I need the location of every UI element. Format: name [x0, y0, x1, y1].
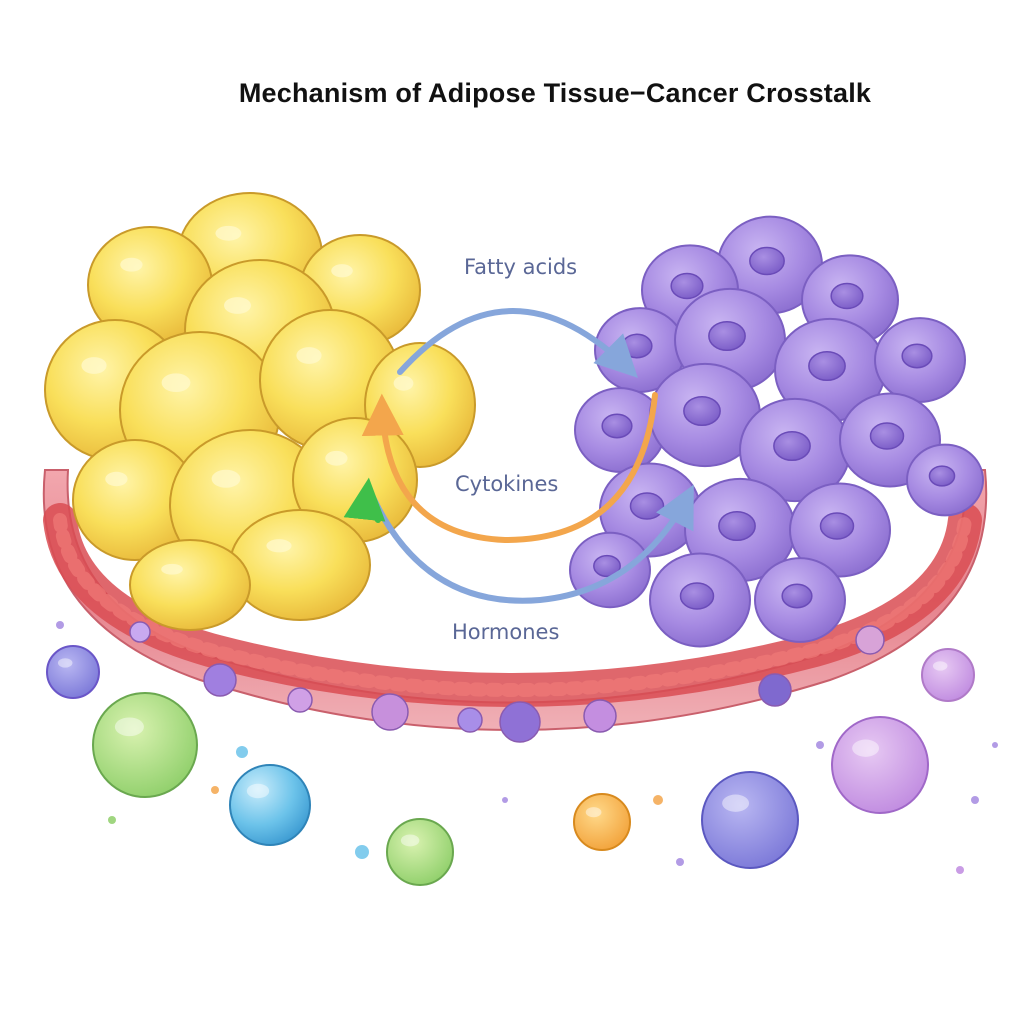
vessel-blood-cells [129, 621, 885, 743]
tumor-cell-cluster-icon [569, 215, 984, 648]
vessel-blood-cell [855, 625, 885, 655]
floating-cell-highlight [114, 717, 144, 737]
arrow-fatty-acids-to-tumor [397, 308, 638, 378]
blood-vessel [42, 469, 988, 743]
vessel-blood-cell [203, 663, 237, 697]
particle-dot [211, 786, 219, 794]
tumor-cell-nucleus [749, 246, 785, 276]
adipocyte-highlight [224, 297, 251, 314]
adipocyte [129, 539, 251, 631]
tumor-cell-nucleus [683, 395, 721, 427]
tumor-cell-nucleus [629, 492, 665, 520]
vessel-blood-cell [499, 701, 541, 743]
floating-cell-icon [831, 716, 929, 814]
tumor-cell-nucleus [773, 430, 811, 462]
floating-cell-icon [386, 818, 454, 886]
adipocyte-highlight [161, 373, 191, 393]
tumor-cell-nucleus [601, 413, 633, 439]
label-fatty-acids: Fatty acids [464, 255, 578, 279]
vessel-blood-cell [287, 687, 313, 713]
vessel-blood-cell [583, 699, 617, 733]
adipocyte-highlight [296, 347, 322, 364]
label-hormones: Hormones [452, 620, 560, 644]
adipocyte-highlight [161, 563, 183, 575]
tumor-cell-nucleus [718, 510, 756, 542]
floating-cell-icon [229, 764, 311, 846]
adipocyte-highlight [215, 225, 242, 241]
particle-dot [676, 858, 684, 866]
adipocyte-highlight [266, 539, 292, 553]
vessel-blood-cell [129, 621, 151, 643]
floating-cell-highlight [585, 807, 602, 818]
particle-dot [56, 621, 64, 629]
particle-dot [355, 845, 369, 859]
vessel-blood-cell [371, 693, 409, 731]
particle-dot [816, 741, 824, 749]
particle-dot [502, 797, 508, 803]
vessel-blood-cell [457, 707, 483, 733]
particle-dot [992, 742, 998, 748]
floating-cell-icon [573, 793, 631, 851]
page-title: Mechanism of Adipose Tissue−Cancer Cross… [238, 78, 872, 108]
tumor-cell-nucleus [679, 582, 715, 610]
tumor-cell-nucleus [928, 465, 956, 487]
particle-dot [956, 866, 964, 874]
floating-cell-highlight [722, 794, 750, 812]
floating-cell-icon [92, 692, 198, 798]
tumor-cell-nucleus [808, 350, 846, 382]
adipocyte-highlight [81, 357, 107, 374]
particle-dot [236, 746, 248, 758]
floating-cell-highlight [932, 661, 948, 671]
tumor-cell-nucleus [869, 422, 905, 450]
adipocyte-highlight [105, 471, 128, 487]
adipose-tissue-cluster-icon [44, 192, 476, 631]
adipocyte-highlight [331, 264, 353, 278]
floating-cell-highlight [852, 739, 880, 757]
floating-cell-highlight [246, 783, 270, 799]
tumor-cell-nucleus [670, 272, 704, 300]
tumor-cell-nucleus [708, 320, 746, 352]
particle-dot [971, 796, 979, 804]
tumor-cell-nucleus [819, 512, 855, 540]
floating-cell-highlight [57, 658, 73, 668]
arrow-green-return [343, 477, 386, 523]
particle-dot [108, 816, 116, 824]
floating-cell-highlight [400, 834, 420, 847]
crosstalk-arrows [343, 308, 694, 604]
vessel-blood-cell [758, 673, 792, 707]
label-cytokines: Cytokines [455, 472, 559, 496]
floating-cell-icon [701, 771, 799, 869]
adipocyte [229, 509, 371, 621]
adipocyte-highlight [325, 450, 348, 466]
floating-cells [46, 621, 998, 886]
adipocyte-highlight [393, 375, 414, 391]
adipocyte-highlight [211, 469, 241, 488]
floating-cell-icon [46, 645, 100, 699]
arrow-hormones-loop [365, 483, 694, 604]
tumor-cell-nucleus [593, 554, 621, 578]
arrow-cytokines-loop [361, 392, 658, 544]
tumor-cell-nucleus [901, 343, 933, 369]
adipocyte-highlight [120, 257, 143, 272]
tumor-cell-nucleus [830, 282, 864, 310]
tumor-cell-nucleus [621, 333, 653, 359]
floating-cell-icon [921, 648, 975, 702]
particle-dot [653, 795, 663, 805]
tumor-cell-nucleus [781, 583, 813, 609]
